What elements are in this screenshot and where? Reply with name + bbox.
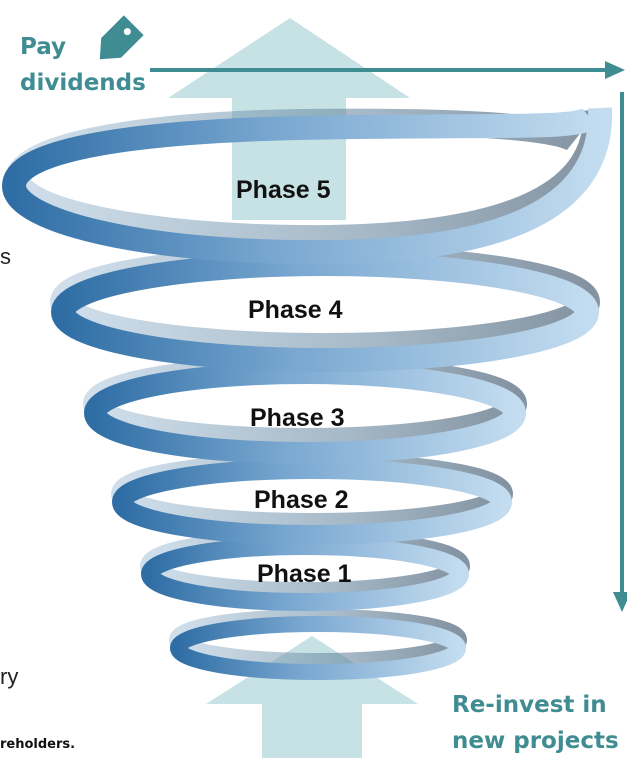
reinvest-label-line2: new projects xyxy=(452,728,619,754)
clipped-text-ry: ry xyxy=(0,664,19,689)
reinvest-label-line1: Re-invest in xyxy=(452,692,607,718)
spiral-ring-0 xyxy=(169,609,467,680)
reinvest-vertical-arrowhead xyxy=(613,592,627,612)
phase-4-label: Phase 4 xyxy=(248,296,343,324)
pay-dividends-label-line2: dividends xyxy=(20,70,146,96)
dividend-horizontal-arrowhead xyxy=(605,61,625,79)
phase-2-label: Phase 2 xyxy=(254,486,349,514)
phase-5-label: Phase 5 xyxy=(236,176,331,204)
spiral-ring-2 xyxy=(111,453,513,545)
reinvest-up-arrow xyxy=(206,636,418,758)
clipped-text-s: s xyxy=(0,244,11,269)
phase-3-label: Phase 3 xyxy=(250,404,345,432)
price-tag-icon xyxy=(99,15,144,60)
pay-dividends-label-line1: Pay xyxy=(20,34,67,60)
clipped-footnote: reholders. xyxy=(0,737,76,752)
spiral-ring-5 xyxy=(1,107,613,265)
phase-1-label: Phase 1 xyxy=(257,560,352,588)
